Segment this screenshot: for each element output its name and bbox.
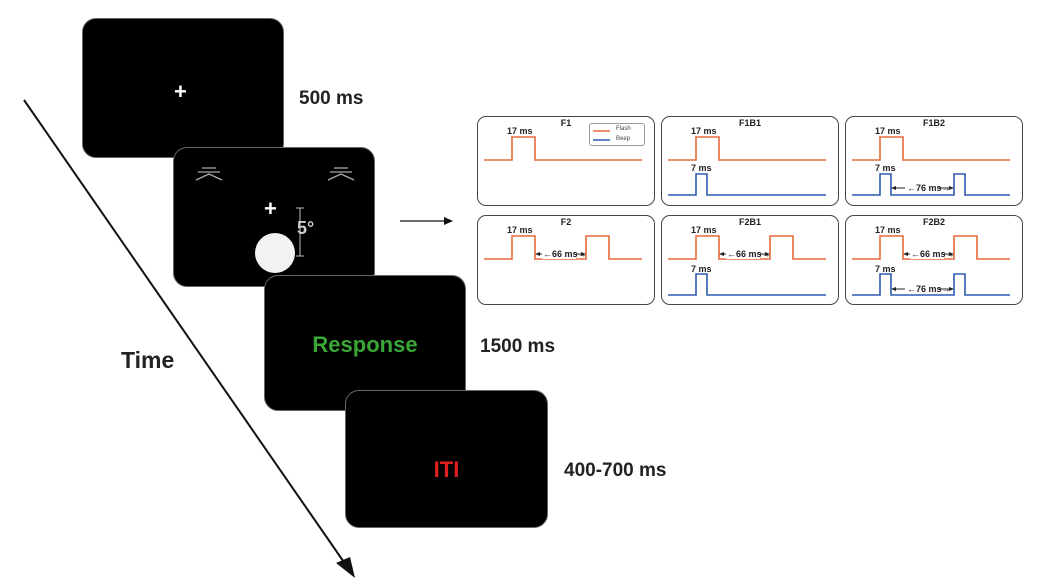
response-duration: 1500 ms [480, 336, 556, 357]
beep-duration-label: 7 ms [691, 163, 712, 173]
fixation-duration: 500 ms [299, 88, 364, 109]
speaker-icon-right [327, 167, 355, 181]
beep-trace [852, 273, 1010, 296]
panel-title: F2B1 [738, 217, 761, 227]
flash-duration-label: 17 ms [875, 126, 901, 136]
stimulus-screen: + 5° [173, 147, 375, 287]
flash-gap-label: ←66 ms→ [911, 249, 955, 259]
speaker-icon-left [195, 167, 223, 181]
panel-title: F1B2 [922, 118, 945, 128]
f2b2-waveforms: 17 ms ←66 ms→ 7 ms ←76 ms→ [852, 225, 1010, 296]
flash-duration-label: 17 ms [507, 126, 533, 136]
f1-waveforms: 17 ms [484, 126, 642, 161]
connector-arrow [400, 217, 453, 225]
flash-trace [668, 136, 826, 161]
response-text: Response [312, 332, 418, 357]
eccentricity-marker [296, 207, 304, 257]
beep-trace [668, 173, 826, 196]
beep-trace [852, 173, 1010, 196]
beep-gap-label: ←76 ms→ [907, 284, 951, 294]
condition-panel-F2B2: F2B2 17 ms ←66 ms→ 7 ms ←76 ms→ [845, 215, 1023, 305]
fixation-screen: + [82, 18, 284, 158]
flash-duration-label: 17 ms [691, 225, 717, 235]
beep-duration-label: 7 ms [875, 163, 896, 173]
panel-title: F2B2 [922, 217, 945, 227]
flash-trace [852, 136, 1010, 161]
condition-panel-F1B2: F1B2 17 ms 7 ms ←76 ms→ [845, 116, 1023, 206]
response-screen: Response [264, 275, 466, 411]
iti-text: ITI [433, 457, 460, 482]
condition-panel-F2B1: F2B1 17 ms ←66 ms→ 7 ms [661, 215, 839, 305]
flash-duration-label: 17 ms [691, 126, 717, 136]
flash-trace [484, 136, 642, 161]
legend: Flash Beep [589, 123, 645, 146]
beep-duration-label: 7 ms [875, 264, 896, 274]
f2-waveforms: 17 ms ←66 ms→ [484, 225, 642, 260]
f2b1-waveforms: 17 ms ←66 ms→ 7 ms [668, 225, 826, 296]
flash-disc [255, 233, 295, 273]
f1b1-waveforms: 17 ms 7 ms [668, 126, 826, 196]
beep-gap-label: ←76 ms→ [907, 183, 951, 193]
panel-title: F1 [560, 118, 572, 128]
fixation-cross: + [174, 79, 187, 104]
beep-duration-label: 7 ms [691, 264, 712, 274]
panel-title: F2 [560, 217, 572, 227]
legend-swatches [593, 130, 610, 141]
flash-duration-label: 17 ms [875, 225, 901, 235]
flash-duration-label: 17 ms [507, 225, 533, 235]
legend-flash-label: Flash [616, 126, 631, 132]
condition-panel-F1: F1 17 ms Flash Beep [477, 116, 655, 206]
condition-panel-F2: F2 17 ms ←66 ms→ [477, 215, 655, 305]
iti-screen: ITI [345, 390, 548, 528]
time-axis-label: Time [121, 347, 175, 373]
legend-beep-label: Beep [616, 136, 631, 142]
flash-gap-label: ←66 ms→ [543, 249, 587, 259]
stimulus-fixation-cross: + [264, 196, 277, 221]
eccentricity-label: 5° [297, 218, 315, 238]
panel-title: F1B1 [738, 118, 761, 128]
beep-trace [668, 273, 826, 296]
iti-duration: 400-700 ms [564, 460, 667, 481]
condition-panel-F1B1: F1B1 17 ms 7 ms [661, 116, 839, 206]
f1b2-waveforms: 17 ms 7 ms ←76 ms→ [852, 126, 1010, 196]
flash-gap-label: ←66 ms→ [727, 249, 771, 259]
